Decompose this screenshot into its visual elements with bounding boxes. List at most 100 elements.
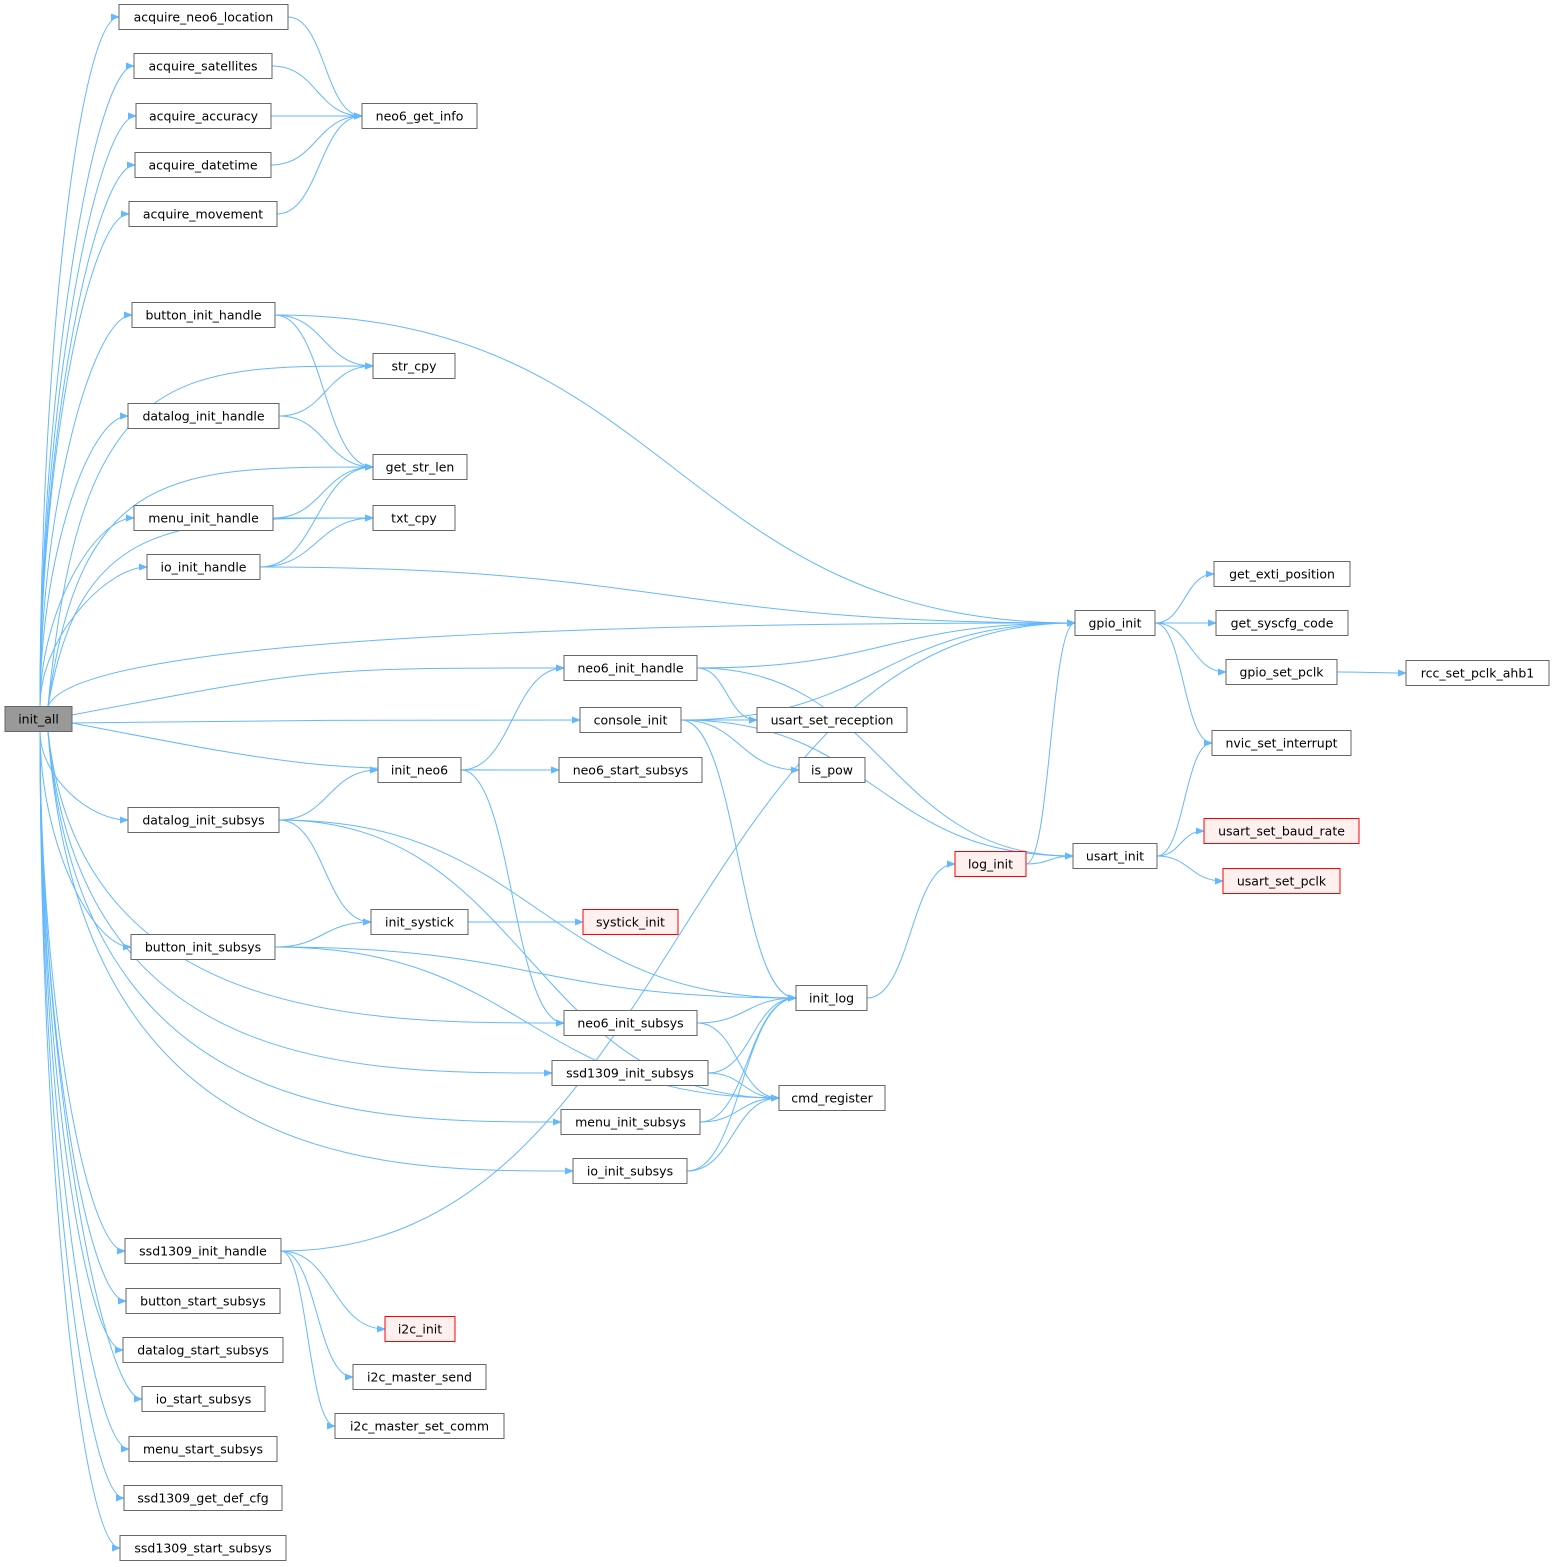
node-usart-init[interactable]: usart_init	[1072, 843, 1158, 869]
edge-io_init_handle-to-gpio_init	[259, 566, 1076, 627]
node-i2c-master-send[interactable]: i2c_master_send	[352, 1364, 487, 1390]
edge-gpio_set_pclk-to-rcc_set_pclk_ahb1	[1336, 669, 1407, 677]
node-io-init-handle[interactable]: io_init_handle	[146, 554, 261, 580]
edge-init_all-to-acquire_neo6_location	[39, 13, 120, 707]
node-ssd1309-get-def-cfg[interactable]: ssd1309_get_def_cfg	[123, 1485, 283, 1511]
node-i2c-master-set-comm[interactable]: i2c_master_set_comm	[334, 1413, 505, 1439]
edge-init_neo6-to-neo6_init_subsys	[460, 769, 565, 1027]
node-label: ssd1309_init_handle	[139, 1244, 267, 1259]
node-box	[361, 103, 478, 129]
node-label: io_init_handle	[161, 560, 247, 575]
node-box	[146, 554, 261, 580]
node-nvic-set-interrupt[interactable]: nvic_set_interrupt	[1211, 730, 1352, 756]
node-box	[1211, 730, 1352, 756]
node-menu-init-subsys[interactable]: menu_init_subsys	[560, 1109, 701, 1135]
node-neo6-init-handle[interactable]: neo6_init_handle	[563, 655, 698, 681]
edge-acquire_movement-to-neo6_get_info	[276, 112, 363, 215]
edge-init_all-to-io_init_handle	[39, 563, 148, 707]
node-box	[572, 1158, 688, 1184]
node-gpio-init[interactable]: gpio_init	[1074, 610, 1156, 636]
node-gpio-set-pclk[interactable]: gpio_set_pclk	[1225, 659, 1338, 685]
node-neo6-get-info[interactable]: neo6_get_info	[361, 103, 478, 129]
node-init-systick[interactable]: init_systick	[370, 909, 469, 935]
edge-log_init-to-usart_init	[1025, 852, 1074, 865]
node-usart-set-reception[interactable]: usart_set_reception	[756, 707, 908, 733]
node-box	[133, 53, 273, 79]
node-acquire-accuracy[interactable]: acquire_accuracy	[135, 103, 272, 129]
node-get-syscfg-code[interactable]: get_syscfg_code	[1215, 610, 1349, 636]
node-box	[125, 1288, 281, 1314]
node-usart-set-baud-rate[interactable]: usart_set_baud_rate	[1203, 818, 1360, 844]
node-init-log[interactable]: init_log	[795, 985, 868, 1011]
edge-datalog_init_subsys-to-init_neo6	[278, 766, 379, 821]
node-log-init[interactable]: log_init	[954, 851, 1027, 877]
node-io-start-subsys[interactable]: io_start_subsys	[141, 1386, 266, 1412]
node-box	[778, 1085, 886, 1111]
node-label: acquire_movement	[143, 207, 263, 222]
node-label: i2c_master_set_comm	[350, 1419, 489, 1434]
edge-log_init-to-gpio_init	[1025, 619, 1076, 865]
edge-gpio_init-to-gpio_set_pclk	[1154, 622, 1227, 676]
node-acquire-datetime[interactable]: acquire_datetime	[134, 152, 272, 178]
node-io-init-subsys[interactable]: io_init_subsys	[572, 1158, 688, 1184]
node-ssd1309-start-subsys[interactable]: ssd1309_start_subsys	[119, 1535, 287, 1561]
edge-gpio_init-to-get_exti_position	[1154, 570, 1215, 624]
node-label: ssd1309_get_def_cfg	[137, 1491, 268, 1506]
node-acquire-movement[interactable]: acquire_movement	[128, 201, 278, 227]
node-init-all[interactable]: init_all	[4, 706, 73, 732]
edge-init_all-to-datalog_start_subsys	[39, 731, 124, 1354]
node-rcc-set-pclk-ahb1[interactable]: rcc_set_pclk_ahb1	[1405, 660, 1550, 686]
edge-button_init_handle-to-str_cpy	[274, 314, 374, 370]
node-ssd1309-init-subsys[interactable]: ssd1309_init_subsys	[551, 1060, 709, 1086]
edge-menu_init_handle-to-get_str_len	[272, 463, 374, 519]
edge-init_all-to-io_init_subsys	[47, 731, 574, 1175]
node-acquire-satellites[interactable]: acquire_satellites	[133, 53, 273, 79]
node-str-cpy[interactable]: str_cpy	[372, 353, 456, 379]
node-txt-cpy[interactable]: txt_cpy	[372, 505, 456, 531]
node-cmd-register[interactable]: cmd_register	[778, 1085, 886, 1111]
node-datalog-init-subsys[interactable]: datalog_init_subsys	[127, 807, 280, 833]
node-button-init-subsys[interactable]: button_init_subsys	[130, 934, 276, 960]
node-box	[133, 505, 274, 531]
node-label: button_init_subsys	[145, 940, 261, 955]
node-label: init_all	[18, 712, 59, 727]
node-box	[1215, 610, 1349, 636]
node-box	[123, 1485, 283, 1511]
edge-ssd1309_init_handle-to-i2c_master_send	[280, 1250, 354, 1381]
node-datalog-start-subsys[interactable]: datalog_start_subsys	[122, 1337, 284, 1363]
edge-usart_init-to-usart_set_baud_rate	[1156, 827, 1205, 857]
node-label: usart_set_reception	[771, 713, 894, 728]
node-is-pow[interactable]: is_pow	[798, 757, 866, 783]
node-box	[384, 1316, 456, 1342]
edge-usart_init-to-usart_set_pclk	[1156, 855, 1224, 885]
edge-io_init_handle-to-txt_cpy	[259, 514, 374, 568]
node-button-init-handle[interactable]: button_init_handle	[131, 302, 276, 328]
node-systick-init[interactable]: systick_init	[582, 909, 679, 935]
node-label: is_pow	[811, 763, 853, 778]
node-menu-init-handle[interactable]: menu_init_handle	[133, 505, 274, 531]
node-label: init_neo6	[391, 763, 448, 778]
node-neo6-start-subsys[interactable]: neo6_start_subsys	[558, 757, 703, 783]
node-button-start-subsys[interactable]: button_start_subsys	[125, 1288, 281, 1314]
node-box	[127, 403, 280, 429]
node-label: menu_init_subsys	[575, 1115, 686, 1130]
node-ssd1309-init-handle[interactable]: ssd1309_init_handle	[124, 1238, 282, 1264]
node-datalog-init-handle[interactable]: datalog_init_handle	[127, 403, 280, 429]
node-box	[795, 985, 868, 1011]
node-label: neo6_init_subsys	[577, 1016, 683, 1031]
node-i2c-init[interactable]: i2c_init	[384, 1316, 456, 1342]
edge-init_all-to-ssd1309_init_subsys	[47, 731, 553, 1077]
node-console-init[interactable]: console_init	[579, 707, 682, 733]
node-menu-start-subsys[interactable]: menu_start_subsys	[128, 1436, 278, 1462]
node-get-str-len[interactable]: get_str_len	[372, 454, 468, 480]
node-neo6-init-subsys[interactable]: neo6_init_subsys	[563, 1010, 698, 1036]
node-get-exti-position[interactable]: get_exti_position	[1213, 561, 1351, 587]
node-usart-set-pclk[interactable]: usart_set_pclk	[1222, 868, 1341, 894]
node-box	[131, 302, 276, 328]
node-box	[1213, 561, 1351, 587]
edge-init_all-to-acquire_movement	[39, 210, 130, 707]
edge-init_neo6-to-neo6_init_handle	[460, 664, 565, 771]
edge-neo6_init_handle-to-usart_set_reception	[696, 667, 758, 724]
node-acquire-neo6-location[interactable]: acquire_neo6_location	[118, 4, 289, 30]
node-init-neo6[interactable]: init_neo6	[377, 757, 462, 783]
